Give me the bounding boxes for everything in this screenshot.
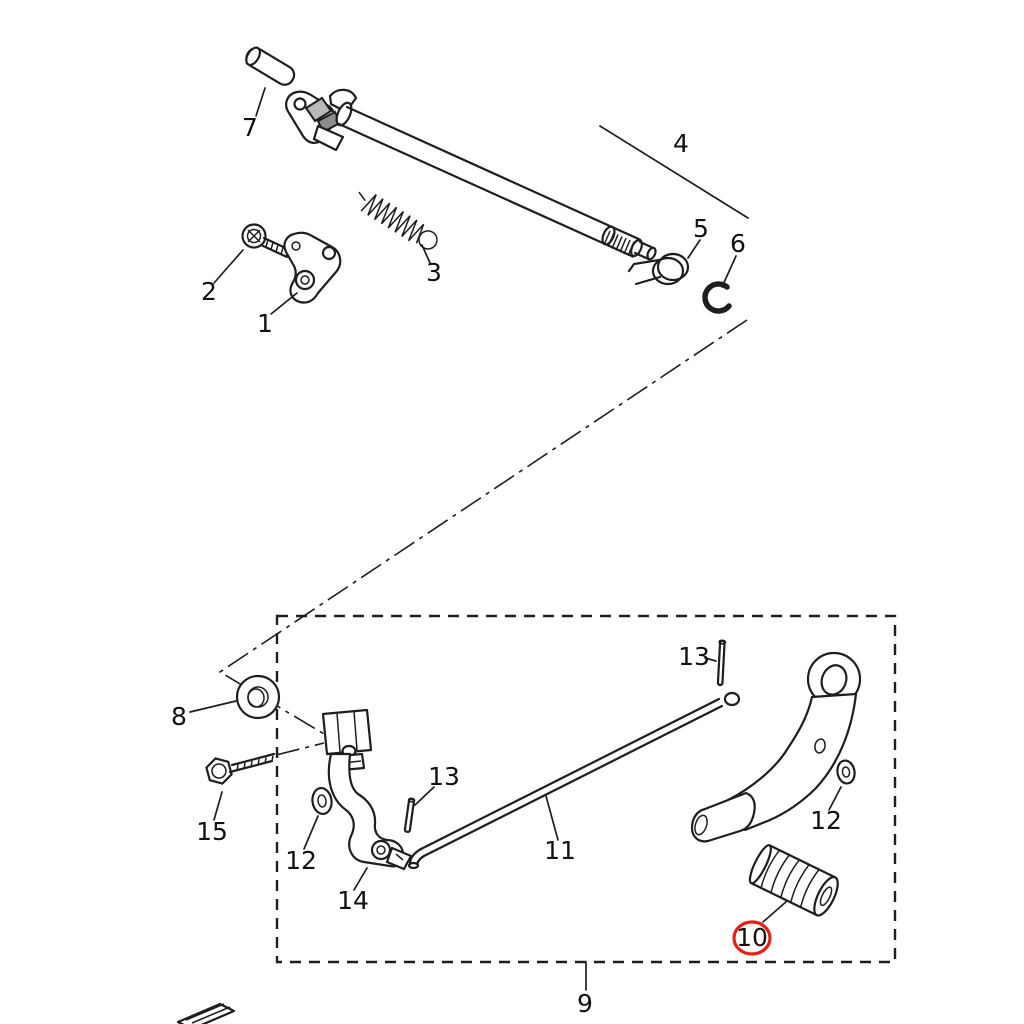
leader-11 xyxy=(545,795,559,841)
shift-pedal-lever xyxy=(690,651,862,843)
part-12-left-washer xyxy=(303,786,333,850)
shift-shaft xyxy=(337,105,657,261)
part-13-right-pin xyxy=(704,639,727,687)
part-label-4: 4 xyxy=(673,129,689,158)
part-labels: 7 4 5 6 2 1 3 8 15 12 14 13 11 13 12 10 … xyxy=(171,113,842,1018)
part-label-7: 7 xyxy=(242,113,258,142)
leader-5 xyxy=(687,239,701,259)
part-10-footpeg-rubber xyxy=(748,844,839,923)
part-label-3: 3 xyxy=(426,258,442,287)
part-label-2: 2 xyxy=(201,277,217,306)
leader-12-right xyxy=(828,786,842,811)
part-label-8: 8 xyxy=(171,702,187,731)
part-3-coil-spring xyxy=(358,191,438,264)
part-label-10: 10 xyxy=(736,923,768,952)
leader-3 xyxy=(421,244,431,264)
leader-15 xyxy=(213,791,223,821)
leader-13-right xyxy=(704,657,717,662)
part-13-left-pin xyxy=(403,786,435,833)
part-label-11: 11 xyxy=(544,836,576,865)
leader-10 xyxy=(762,900,788,923)
leader-2 xyxy=(213,249,244,284)
part-2-screw xyxy=(213,223,292,284)
part-label-12-right: 12 xyxy=(810,806,842,835)
assembly-centerline xyxy=(218,319,748,748)
leader-7 xyxy=(255,87,266,117)
shift-shaft-ratchet xyxy=(285,88,358,152)
part-5-torsion-spring xyxy=(627,239,701,286)
part-label-14: 14 xyxy=(337,886,369,915)
leader-13-left xyxy=(414,786,435,806)
part-8-bushing xyxy=(189,674,281,720)
leader-8 xyxy=(189,700,237,713)
leader-12-left xyxy=(303,815,319,850)
part-label-1: 1 xyxy=(257,309,273,338)
part-label-13-right: 13 xyxy=(678,642,710,671)
part-label-9: 9 xyxy=(577,989,593,1018)
part-7-pin xyxy=(245,46,296,117)
highlight-circle-part-10 xyxy=(732,920,772,956)
leader-4 xyxy=(599,125,749,219)
part-14-shift-arm xyxy=(321,708,413,891)
leader-6 xyxy=(721,255,737,288)
part-label-15: 15 xyxy=(196,817,228,846)
part-label-5: 5 xyxy=(693,214,709,243)
part-label-12-left: 12 xyxy=(285,846,317,875)
partial-part-bottom-left xyxy=(176,1002,236,1024)
part-1-shift-plate xyxy=(270,231,342,315)
part-12-right-washer xyxy=(828,759,856,811)
part-6-circlip xyxy=(702,255,737,314)
part-11-shift-rod xyxy=(407,691,741,870)
part-label-6: 6 xyxy=(730,229,746,258)
part-label-13-left: 13 xyxy=(428,762,460,791)
leader-14 xyxy=(353,867,368,891)
leader-1 xyxy=(270,292,298,315)
part-15-bolt xyxy=(205,742,325,821)
